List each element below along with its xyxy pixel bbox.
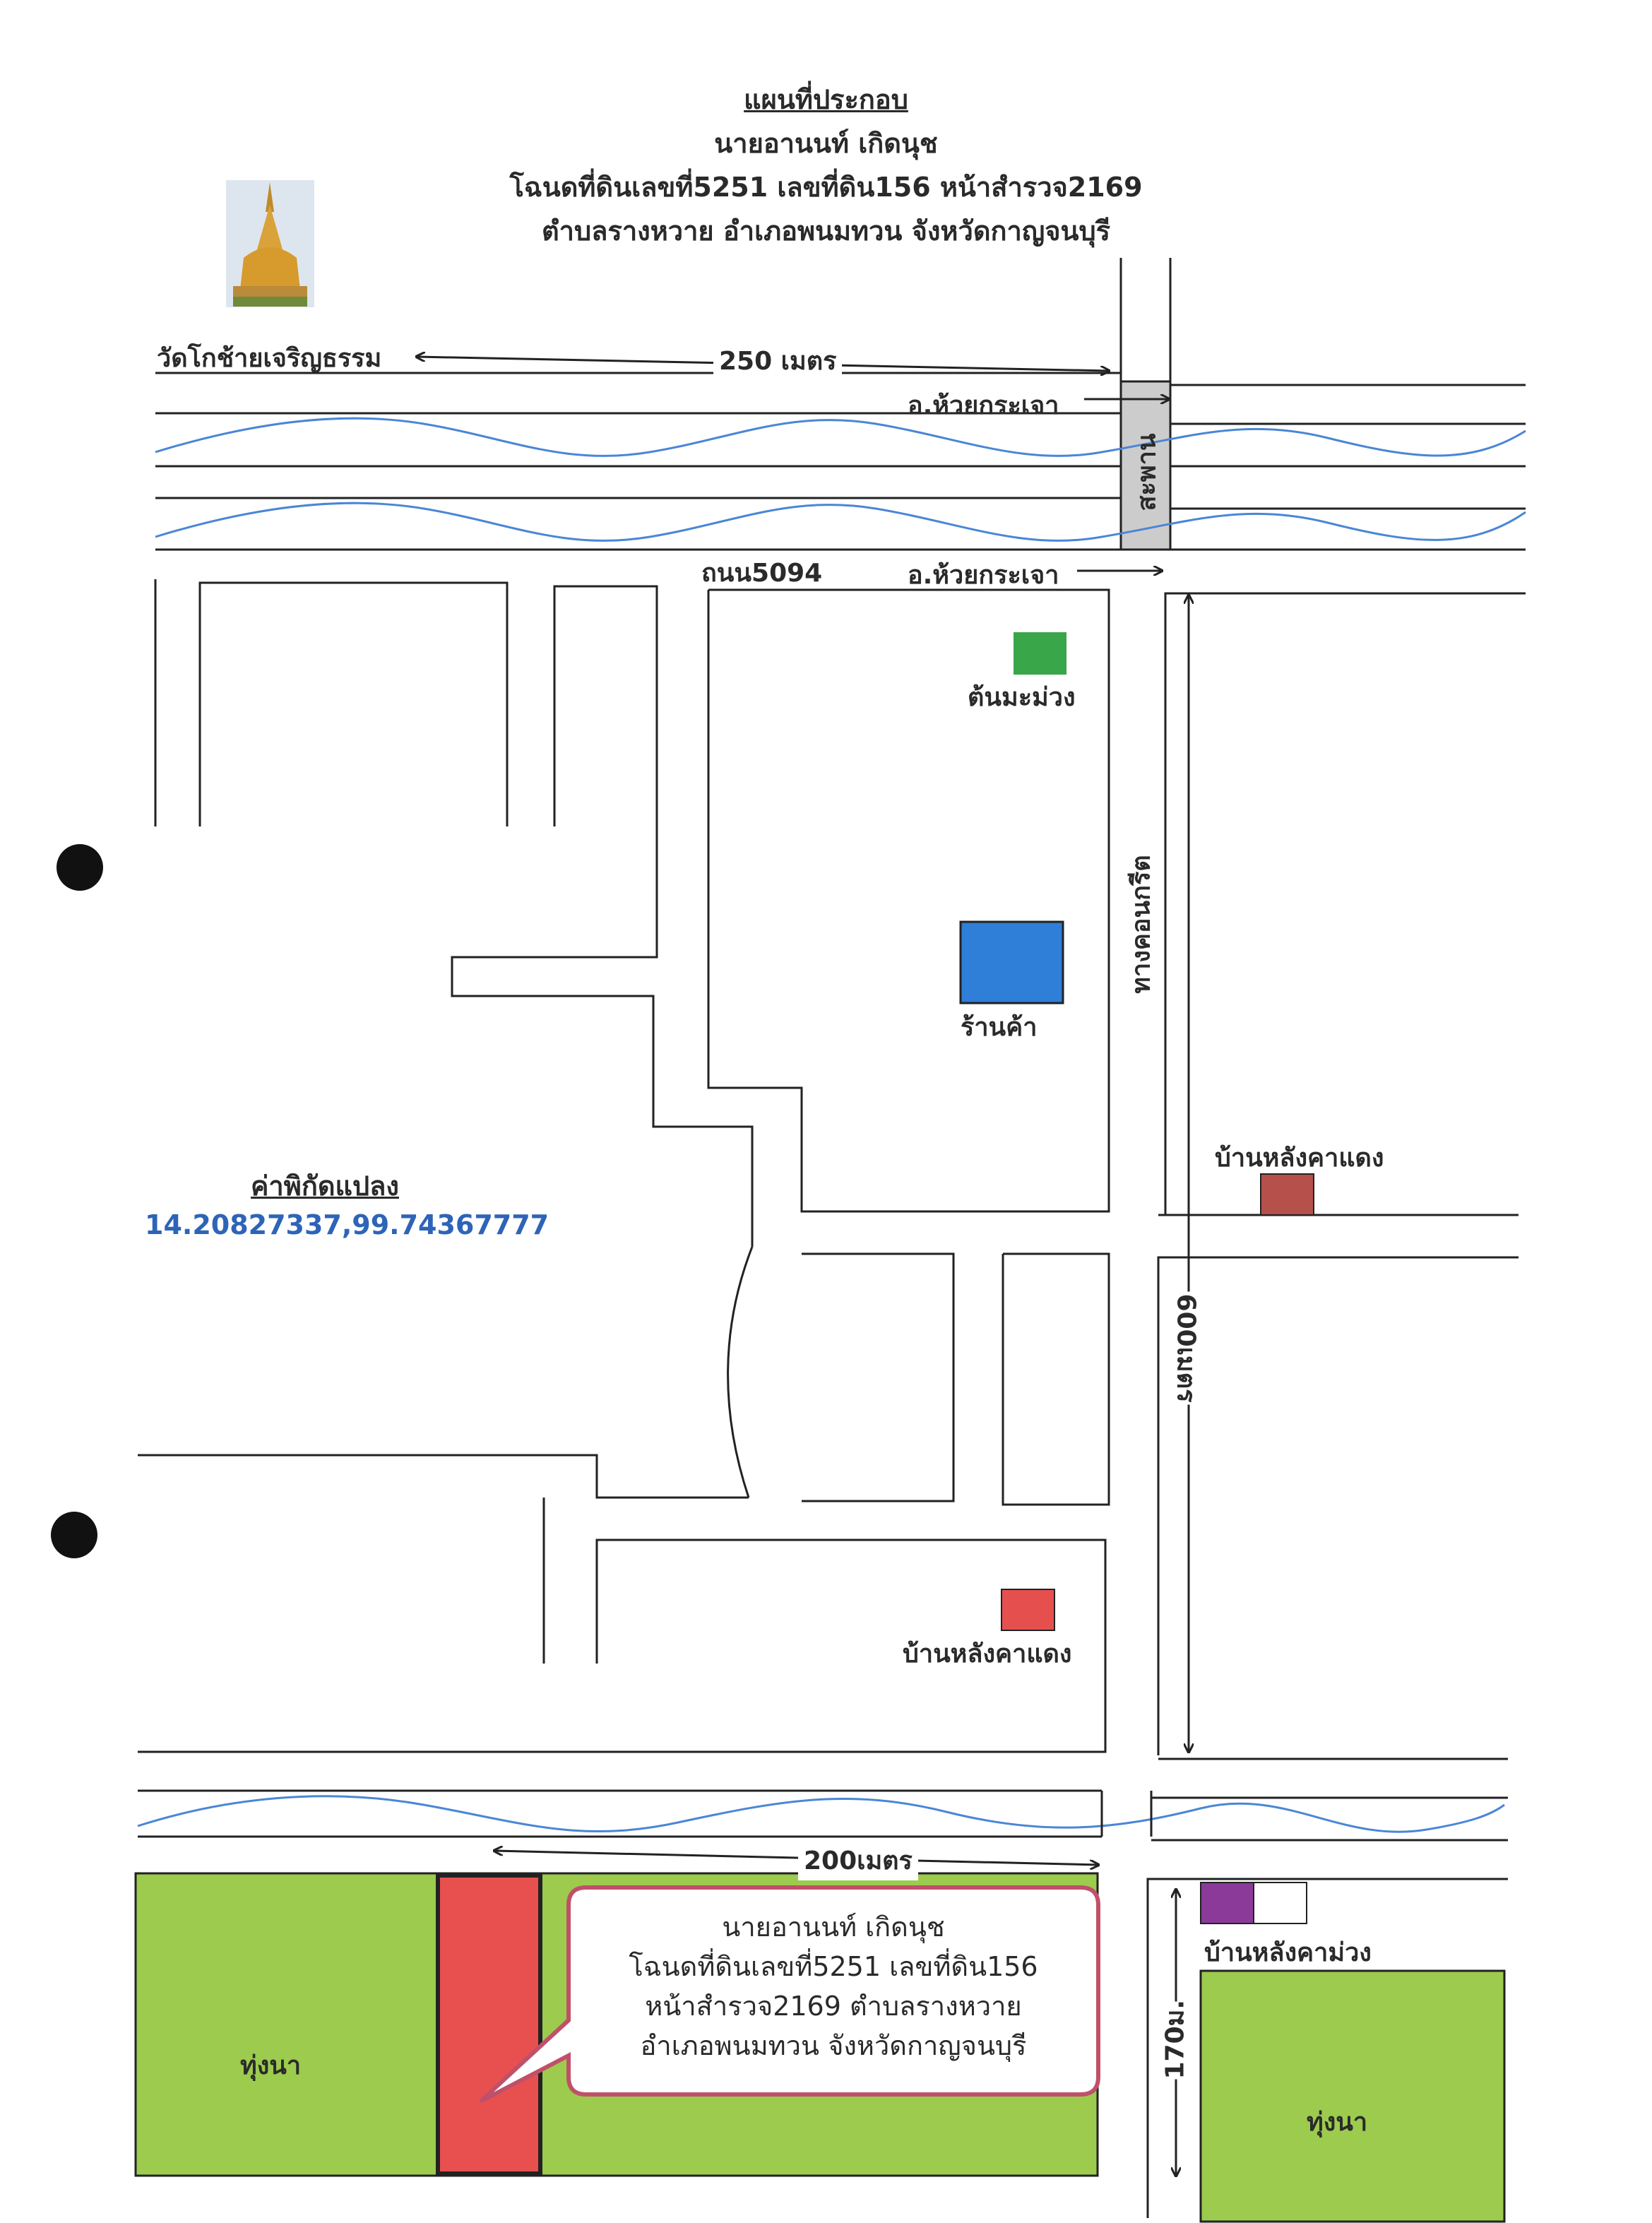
bridge-label: สะพาน [1132,433,1162,511]
callout-line-4: อำเภอพนมทวน จังหวัดกาญจนบุรี [640,2030,1027,2061]
rice-field-right [1199,1969,1506,2223]
purple-roof-house-marker [1200,1882,1254,1924]
map-title: แผนที่ประกอบ [744,84,908,115]
callout-text: นายอานนท์ เกิดนุช โฉนดที่ดินเลขที่5251 เ… [586,1907,1081,2065]
rice-field-left-label: ทุ่งนา [240,2051,302,2080]
purple-roof-house-label: บ้านหลังคาม่วง [1204,1938,1372,1967]
mango-tree-marker [1014,632,1066,675]
concrete-road-label: ทางคอนกรีต [1127,855,1156,994]
shop-label: ร้านค้า [961,1013,1038,1042]
pagoda-icon [226,180,314,307]
callout-line-1: นายอานนท์ เกิดนุช [722,1911,945,1943]
white-house-marker [1253,1882,1307,1924]
route-lower-label: อ.ห้วยกระเจา [908,561,1059,590]
red-roof-house-center-marker [1001,1589,1055,1631]
distance-170m-label: 170ม. [1154,2000,1195,2080]
red-roof-house-right-label: บ้านหลังคาแดง [1215,1144,1384,1173]
punch-hole-top [57,844,103,891]
bridge-road [1119,258,1172,381]
route-upper-label: อ.ห้วยกระเจา [908,391,1059,420]
distance-250m-label: 250 เมตร [713,340,843,381]
location-info: ตำบลรางหวาย อำเภอพนมทวน จังหวัดกาญจนบุรี [541,215,1110,247]
rivers [137,417,1526,1833]
mango-tree-label: ต้นมะม่วง [968,683,1076,712]
owner-name: นายอานนท์ เกิดนุช [714,128,938,159]
road-5094-label: ถนน5094 [701,559,823,588]
temple-label: วัดโกช้ายเจริญธรรม [157,344,382,373]
callout-line-2: โฉนดที่ดินเลขที่5251 เลขที่ดิน156 [629,1951,1038,1982]
arrow-200m [494,1851,1098,1865]
plot-callout [478,1885,1100,2104]
red-roof-house-right-marker [1260,1173,1314,1216]
coordinate-value: 14.20827337,99.74367777 [145,1209,549,1240]
deed-info: โฉนดที่ดินเลขที่5251 เลขที่ดิน156 หน้าสำ… [509,172,1143,203]
distance-200m-label: 200เมตร [798,1840,918,1880]
punch-hole-bottom [51,1512,97,1558]
top-roads [155,372,1526,551]
road-network [138,579,1526,2218]
distance-600m-label: 600เมตร [1166,1291,1207,1405]
shop-marker [959,920,1064,1004]
red-roof-house-center-label: บ้านหลังคาแดง [903,1640,1072,1668]
rice-field-right-label: ทุ่งนา [1307,2108,1368,2137]
land-plot [436,1873,542,2176]
callout-line-3: หน้าสำรวจ2169 ตำบลรางหวาย [645,1991,1022,2022]
coordinate-title: ค่าพิกัดแปลง [251,1170,399,1202]
